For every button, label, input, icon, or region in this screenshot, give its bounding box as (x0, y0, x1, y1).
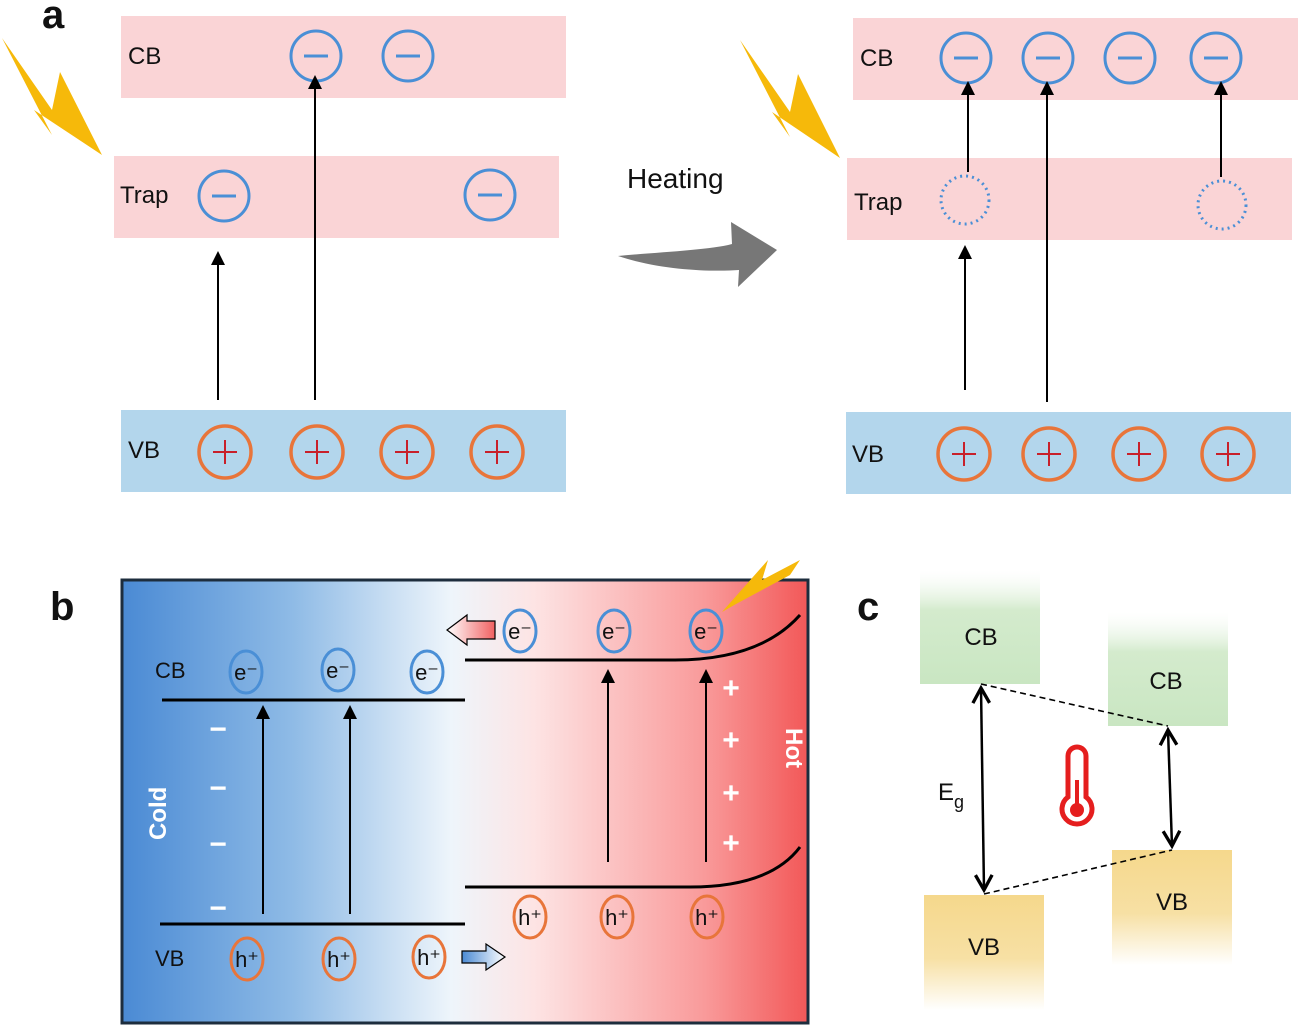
vb-label: VB (1156, 889, 1188, 916)
hole-icon: h⁺ (321, 936, 357, 982)
cb-label: CB (964, 624, 997, 651)
negative-charge-sign: − (209, 892, 227, 925)
svg-text:e⁻: e⁻ (326, 658, 350, 683)
cb-label: CB (128, 43, 161, 70)
cb-shift-line (980, 683, 1169, 727)
lightning-icon (2, 38, 102, 155)
panel-a-letter: a (42, 0, 65, 37)
trap-band (847, 158, 1292, 240)
hole-icon (1111, 426, 1167, 482)
hole-icon: h⁺ (512, 894, 548, 940)
svg-text:e⁻: e⁻ (508, 619, 532, 644)
panel-c-letter: c (857, 585, 879, 629)
electron-icon: e⁻ (320, 647, 356, 693)
eg-label: Eg (938, 779, 964, 812)
hole-icon (936, 426, 992, 482)
hole-icon: h⁺ (689, 894, 725, 940)
negative-charge-sign: − (209, 713, 227, 746)
trap-label: Trap (854, 189, 902, 216)
conduction-band (853, 18, 1298, 100)
cb-block-right (1108, 612, 1228, 726)
positive-charge-sign: + (722, 724, 740, 757)
cold-label: Cold (145, 787, 172, 840)
svg-text:h⁺: h⁺ (417, 945, 441, 970)
lightning-icon (722, 560, 800, 612)
hole-icon (379, 424, 435, 480)
lightning-icon (740, 40, 840, 158)
heating-arrow-icon (618, 222, 777, 287)
svg-text:e⁻: e⁻ (234, 660, 258, 685)
electron-icon: e⁻ (228, 649, 264, 695)
hot-label: Hot (780, 728, 807, 768)
vb-label: VB (155, 946, 184, 971)
cb-edge-hot (465, 614, 802, 662)
positive-charge-sign: + (722, 777, 740, 810)
hole-icon: h⁺ (411, 934, 447, 980)
vb-label: VB (852, 441, 884, 468)
hole-icon (469, 424, 525, 480)
bandgap-arrow-wide (981, 688, 984, 890)
electron-icon: e⁻ (596, 608, 632, 654)
hole-icon (1200, 426, 1256, 482)
electron-icon (1103, 31, 1157, 85)
vb-label: VB (128, 437, 160, 464)
bandgap-arrow-narrow (1168, 730, 1172, 846)
empty-trap-site (939, 174, 991, 226)
vb-block-right (1112, 850, 1232, 965)
heating-label: Heating (627, 163, 724, 194)
svg-text:h⁺: h⁺ (605, 905, 629, 930)
electron-icon: e⁻ (688, 608, 724, 654)
positive-charge-sign: + (722, 827, 740, 860)
svg-text:e⁻: e⁻ (415, 660, 439, 685)
svg-text:h⁺: h⁺ (695, 905, 719, 930)
svg-text:h⁺: h⁺ (518, 905, 542, 930)
cb-block-left (920, 570, 1040, 684)
vb-edge-hot (465, 846, 802, 889)
svg-text:h⁺: h⁺ (235, 947, 259, 972)
electron-icon (381, 29, 435, 83)
positive-charge-sign: + (722, 672, 740, 705)
vb-shift-line (983, 849, 1173, 895)
panel-b-thermoelectric: CB VB Cold Hot + + + + − − − − e⁻ e⁻ e⁻ e⁻ e⁻ e⁻ h⁺ h⁺… (120, 560, 810, 1025)
negative-charge-sign: − (209, 772, 227, 805)
hole-icon (197, 424, 253, 480)
svg-text:e⁻: e⁻ (694, 619, 718, 644)
panel-a-left-state: CB Trap VB (2, 16, 566, 492)
empty-trap-site (1196, 179, 1248, 231)
electron-icon: e⁻ (502, 608, 538, 654)
vb-label: VB (968, 934, 1000, 961)
vb-block-left (924, 895, 1044, 1010)
svg-text:h⁺: h⁺ (327, 947, 351, 972)
electron-icon (463, 168, 517, 222)
trap-label: Trap (120, 182, 168, 209)
conduction-band (121, 16, 566, 98)
cb-label: CB (860, 45, 893, 72)
negative-charge-sign: − (209, 828, 227, 861)
panel-c-bandgap: CB CB VB VB Eg (920, 570, 1232, 1010)
svg-text:e⁻: e⁻ (602, 619, 626, 644)
panel-b-letter: b (50, 585, 74, 629)
hole-icon: h⁺ (229, 936, 265, 982)
hole-diffusion-arrow-icon (461, 942, 507, 972)
electron-icon: e⁻ (409, 649, 445, 695)
thermometer-icon (1059, 744, 1095, 827)
hole-icon (289, 424, 345, 480)
hole-icon: h⁺ (599, 894, 635, 940)
electron-icon (197, 169, 251, 223)
panel-a-right-state: CB Trap VB (740, 18, 1298, 494)
cb-label: CB (155, 658, 186, 683)
electron-diffusion-arrow-icon (446, 613, 496, 647)
trap-band (114, 156, 559, 238)
hole-icon (1021, 426, 1077, 482)
cb-label: CB (1149, 668, 1182, 695)
